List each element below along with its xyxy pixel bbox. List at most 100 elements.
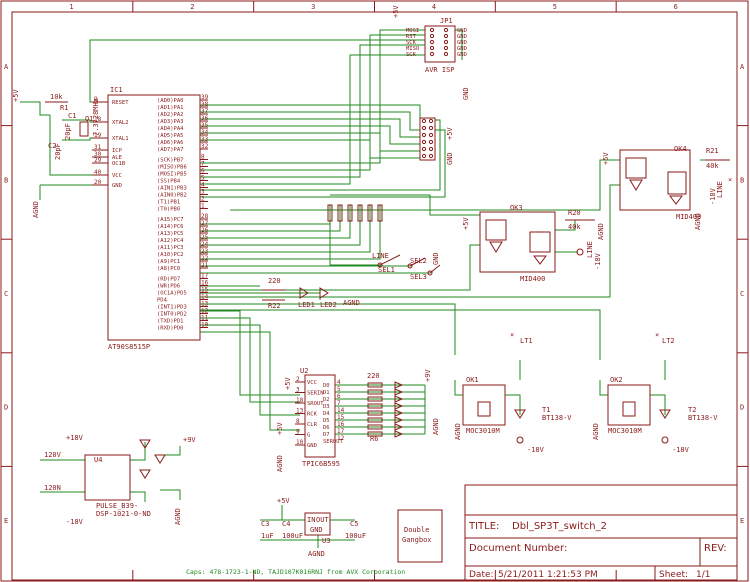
led2-ref: LED2: [320, 301, 337, 309]
ic1-pin-name: (AIN1)PB3: [157, 186, 187, 192]
ic1-pin-name: PD4: [157, 298, 168, 304]
row-label: D: [740, 404, 744, 412]
ic1-pin-name: (AD6)PA6: [157, 140, 184, 146]
ic1-pin-number: 21: [201, 262, 209, 269]
u2-pin-number: 2: [296, 376, 300, 383]
inner-frame: [11, 11, 738, 581]
switch-ground: GND: [432, 252, 440, 265]
ic1-pin-name: (T0)PB0: [157, 207, 180, 213]
ic1-pin-name: (SS)PB4: [157, 179, 181, 185]
r6-ref: R6: [370, 435, 378, 443]
ic1-pin-number: 25: [201, 234, 209, 241]
double-gangbox: Double Gangbox: [397, 509, 443, 563]
date-value: 5/21/2011 1:21:53 PM: [498, 570, 598, 580]
u2-pin-name: RCK: [307, 412, 318, 418]
jp1-ground-pin: GND: [457, 28, 467, 34]
u2-pin-number: 3: [296, 387, 300, 394]
t1-m18v: -18V: [527, 446, 545, 454]
ic1-pin-number: 27: [201, 220, 209, 227]
u2-pin-number: 18: [296, 397, 304, 404]
vcc-label: +5V: [12, 89, 20, 102]
led-agnd: AGND: [343, 299, 360, 307]
ic1-pin-name: GND: [112, 183, 122, 189]
ok3-optocoupler: OK3 MID400 +5V R20 40k AGND LINE -18V: [462, 204, 605, 283]
gangbox-line1: Double: [404, 526, 429, 534]
row-label: B: [740, 176, 744, 184]
revision-label: REV:: [704, 543, 727, 554]
ok2-value: MOC3010M: [608, 427, 642, 435]
lt2-ref: LT2: [662, 337, 675, 345]
ic1-pin-name: RESET: [112, 100, 129, 106]
reg-agnd: AGND: [308, 550, 325, 558]
ic1-pin-number: 24: [201, 241, 209, 248]
c2-value: 20pF: [54, 143, 62, 160]
ok3-value: MID400: [520, 275, 545, 283]
ac-120n: 120N: [44, 484, 61, 492]
ic1-pin-number: 28: [201, 213, 209, 220]
ic1-pin-number: 15: [201, 287, 209, 294]
ic1-pin-name: (TXD)PD1: [157, 319, 184, 325]
u2-value: TPIC6B595: [302, 460, 340, 468]
c1-ref: C1: [68, 112, 76, 120]
ic1-pin-name: XTAL1: [112, 136, 129, 142]
u3-gnd: GND: [310, 526, 323, 534]
c4-value: 100uF: [282, 532, 303, 540]
u2-pin-number: 4: [337, 379, 341, 386]
t1-value: BT138-V: [542, 414, 572, 422]
ok4-m18v: -18V: [709, 187, 717, 205]
ic1-pin-number: 13: [201, 301, 209, 308]
ok4-cross: ×: [728, 176, 732, 184]
title-block: TITLE: Dbl_SP3T_switch_2 Document Number…: [464, 484, 738, 581]
u3-in: IN: [307, 516, 315, 524]
u2-pin-name: G: [307, 433, 310, 439]
u4-value-2: DSP-1021-0-ND: [96, 510, 151, 518]
ic1-pin-name: (AD2)PA2: [157, 112, 184, 118]
switch-sel2-label: SEL2: [410, 257, 427, 265]
u2-pin-name: D0: [323, 383, 330, 389]
u2-pin-name: SROUT: [307, 401, 324, 407]
output-led-array-items: [367, 381, 404, 438]
ic1-pin-number: 22: [201, 255, 209, 262]
lt1-cross: ×: [510, 331, 514, 339]
r22-ref: R22: [268, 302, 281, 310]
ic1-pin-name: (A11)PC3: [157, 245, 184, 251]
ok1-ref: OK1: [466, 376, 479, 384]
ic1-pin-number: 33: [201, 136, 209, 143]
r1-value: 10k: [50, 93, 63, 101]
r22-ref-top: 220: [268, 277, 281, 285]
u2-pin-name: D1: [323, 390, 330, 396]
t2-ref: T2: [688, 406, 696, 414]
u2-pin-name: GND: [307, 443, 317, 449]
ic1-pin-number: 8: [201, 154, 205, 161]
led1-ref: LED1: [298, 301, 315, 309]
ic1-pin-number: 4: [201, 182, 205, 189]
title-label: TITLE:: [468, 521, 499, 532]
voltage-regulator: IN OUT GND U3 +5V C3 1uF C4 100uF C5 100…: [261, 497, 366, 558]
ic1-pin-name: (RXD)PD0: [157, 326, 184, 332]
port-a-header-pins: [421, 118, 434, 159]
lt1-ref: LT1: [520, 337, 533, 345]
r1-ref: R1: [60, 104, 68, 112]
ic1-pin-name: (AD7)PA7: [157, 147, 184, 153]
u2-pin-number: 16: [337, 421, 345, 428]
ic1-pin-number: 40: [94, 169, 102, 176]
ic1-pin-number: 30: [94, 151, 102, 158]
column-label: 3: [311, 3, 315, 11]
output-led-array: 220 R6 AGND +9V +5V +5V AGND: [276, 369, 440, 472]
u2-pin-number: 6: [337, 393, 341, 400]
ok4-line: LINE: [716, 181, 724, 198]
reset-and-crystal: +5V 10k R1 C1 20pF 7.3728MHz Q1 C2 20pF …: [12, 89, 100, 218]
u2-agnd: AGND: [276, 455, 284, 472]
ok3-agnd: AGND: [597, 223, 605, 240]
u2-pin-number: 14: [337, 407, 345, 414]
u4-value: PULSE_B39-: [96, 502, 138, 510]
ic1-pin-name: (A15)PC7: [157, 217, 184, 223]
ic1-ref: IC1: [110, 86, 123, 94]
ic1-pin-name: (INT1)PD3: [157, 305, 187, 311]
u2-supply: +5V: [284, 377, 292, 390]
sheet-label: Sheet:: [659, 570, 688, 580]
ic1-pin-number: 19: [94, 132, 102, 139]
